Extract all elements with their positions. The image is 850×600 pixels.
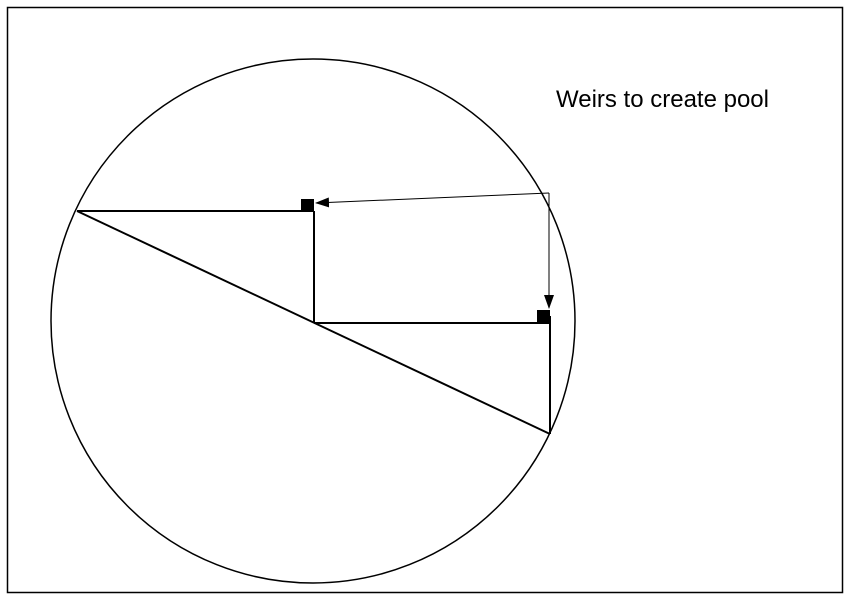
- pipe-circle: [50, 58, 576, 584]
- upper-weir-marker: [301, 199, 314, 212]
- annotation-arrow-upper: [315, 192, 550, 208]
- annotation-label: Weirs to create pool: [556, 86, 769, 113]
- outer-border: [6, 6, 844, 594]
- lower-weir-marker: [537, 310, 550, 323]
